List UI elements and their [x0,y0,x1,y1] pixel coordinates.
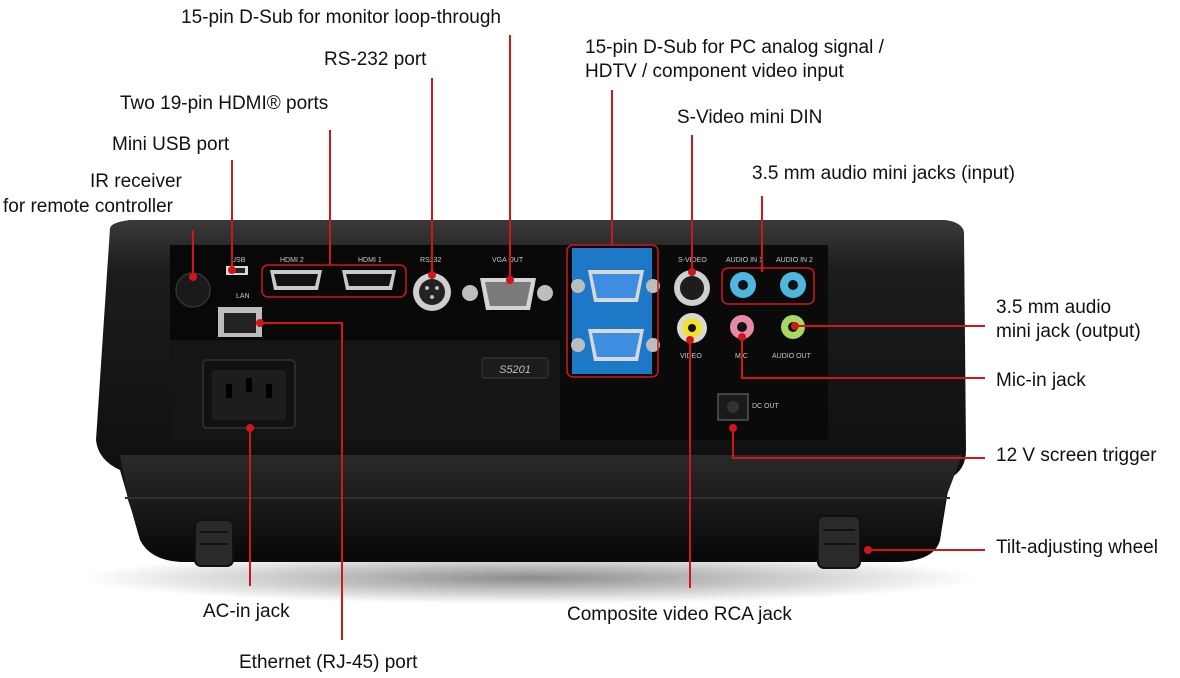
callout-mic-in: Mic-in jack [996,370,1086,391]
ac-pin [266,384,272,398]
tilt-wheel-right [817,515,861,569]
rs232-pin [430,295,434,299]
ac-pin [226,384,232,398]
connector-panel-upper [170,245,560,340]
mic-hole [737,322,747,332]
leader-ethernet [260,322,343,640]
audio-in1-hole [738,280,748,290]
video-panel-label: VIDEO [680,353,702,360]
ac-pin [246,378,252,392]
leader-dot [246,424,254,432]
vga-in-screw [571,279,585,293]
callout-composite: Composite video RCA jack [567,604,792,625]
composite-video-hole [688,324,696,332]
rs232-pin [425,286,429,290]
audio-out-panel-label: AUDIO OUT [772,353,812,360]
hdmi-highlight [261,264,407,298]
callout-screen-trigger: 12 V screen trigger [996,445,1157,466]
lan-panel-label: LAN [236,293,250,300]
ac-inlet-socket [212,370,286,420]
callout-mini-usb: Mini USB port [112,134,230,155]
callout-ac-in: AC-in jack [203,601,290,622]
svideo-socket [680,276,704,300]
leader-dot [506,276,514,284]
callout-rs232: RS-232 port [324,49,427,70]
leader-dot [428,271,436,279]
model-plate [481,357,549,379]
callout-pc-analog-line2: HDTV / component video input [585,61,844,82]
callout-audio-in: 3.5 mm audio mini jacks (input) [752,163,1015,184]
leader-lines [192,35,985,640]
leader-dot [189,273,197,281]
callout-pc-analog-line1: 15-pin D-Sub for PC analog signal / [585,37,884,58]
audio-in2-hole [788,280,798,290]
audio-in-highlight [721,267,815,305]
leader-mic [741,337,985,379]
callout-audio-out-line2: mini jack (output) [996,321,1141,342]
callout-ir-receiver-line1: IR receiver [90,171,182,192]
vga-in-screw [646,279,660,293]
projector-lower [120,455,962,560]
rs232-socket [419,279,445,305]
hdmi1-panel-label: HDMI 1 [358,257,382,264]
leader-dot [864,546,872,554]
callout-monitor-loop: 15-pin D-Sub for monitor loop-through [181,7,502,28]
audio-in2-panel-label: AUDIO IN 2 [776,257,813,264]
leader-trigger [732,428,985,459]
usb-panel-label: USB [231,257,246,264]
hdmi2-panel-label: HDMI 2 [280,257,304,264]
leader-dot [688,268,696,276]
vga-in-screw [646,338,660,352]
leader-dot [729,424,737,432]
mini-usb-slot [229,268,245,273]
callout-hdmi: Two 19-pin HDMI® ports [120,93,329,114]
vga-in-socket [592,333,640,357]
vga-in-socket [592,274,640,298]
dc-out-hole [727,401,739,413]
hdmi1-slot [346,274,392,286]
callout-audio-out-line1: 3.5 mm audio [996,297,1112,318]
vga-out-panel-label: VGA OUT [492,257,524,264]
leader-dot [738,333,746,341]
audio-in1-panel-label: AUDIO IN 1 [726,257,763,264]
rs232-pin [435,286,439,290]
callout-ethernet: Ethernet (RJ-45) port [239,652,418,673]
callout-svideo: S-Video mini DIN [677,107,823,128]
callout-ir-receiver-line2: for remote controller [3,196,174,217]
rs232-panel-label: RS232 [420,257,442,264]
callout-tilt-wheel: Tilt-adjusting wheel [996,537,1158,558]
model-label: S5201 [499,364,531,376]
leader-dots [189,266,872,554]
dc-out-panel-label: DC OUT [752,403,780,410]
leader-dot [791,322,799,330]
vga-out-screw [537,285,553,301]
hdmi2-slot [274,274,318,286]
ethernet-socket [224,313,256,333]
leader-dot [228,266,236,274]
vga-out-screw [462,285,478,301]
ground-shadow [80,552,980,604]
leader-dot [686,336,694,344]
vga-in-screw [571,338,585,352]
vga-out-socket [485,282,531,306]
leader-dot [256,319,264,327]
